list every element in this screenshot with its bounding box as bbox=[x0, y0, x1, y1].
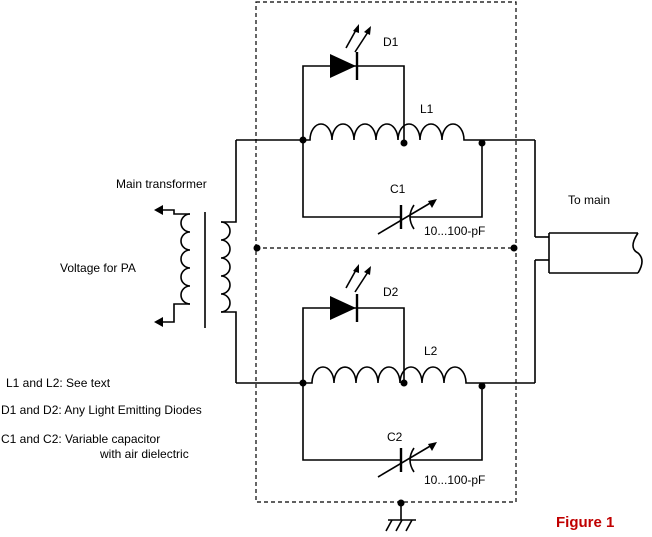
voltage-for-pa-label: Voltage for PA bbox=[60, 261, 136, 275]
legend-line-4: with air dielectric bbox=[99, 447, 189, 461]
output-bus bbox=[253, 140, 643, 383]
c1-label: C1 bbox=[390, 182, 406, 196]
figure-caption: Figure 1 bbox=[556, 514, 614, 531]
d1-label: D1 bbox=[383, 35, 399, 49]
legend-line-2: D1 and D2: Any Light Emitting Diodes bbox=[1, 403, 202, 417]
to-main-label: To main bbox=[568, 193, 610, 207]
c1-range-label: 10...100-pF bbox=[424, 224, 485, 238]
l2-label: L2 bbox=[424, 344, 438, 358]
c2-range-label: 10...100-pF bbox=[424, 473, 485, 487]
legend-line-3: C1 and C2: Variable capacitor bbox=[1, 432, 160, 446]
lower-branch bbox=[236, 264, 535, 478]
legend-line-1: L1 and L2: See text bbox=[6, 376, 111, 390]
d2-label: D2 bbox=[383, 285, 399, 299]
c2-label: C2 bbox=[387, 430, 403, 444]
main-transformer-label: Main transformer bbox=[116, 177, 207, 191]
main-transformer bbox=[154, 140, 237, 383]
ground-icon bbox=[385, 499, 416, 532]
l2-inductor bbox=[303, 366, 482, 384]
d1-diode-icon bbox=[330, 54, 356, 78]
l1-inductor bbox=[303, 123, 482, 141]
enclosure-box bbox=[255, 1, 517, 503]
l1-label: L1 bbox=[420, 102, 434, 116]
d2-diode-icon bbox=[330, 296, 356, 320]
upper-branch bbox=[236, 24, 535, 235]
